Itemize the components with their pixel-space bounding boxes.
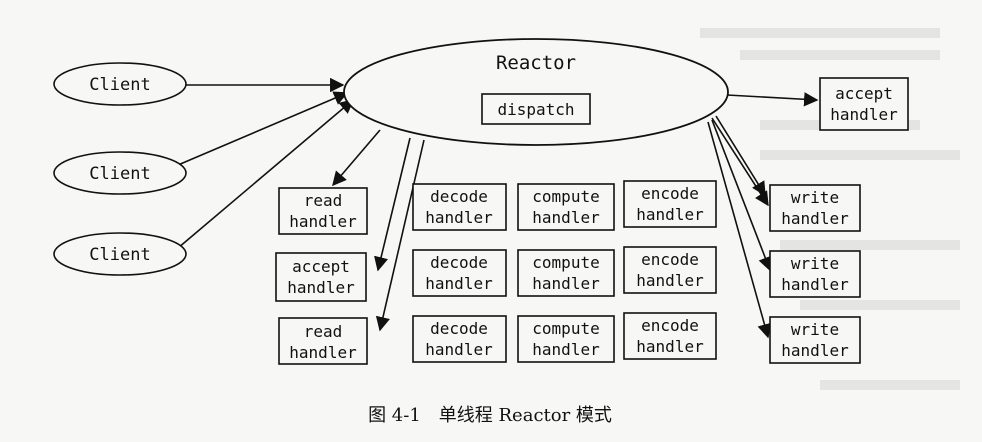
handler-box: [275, 252, 367, 302]
client-arrows: [177, 77, 355, 249]
handler-line1: decode: [430, 187, 488, 206]
handler-line2: handler: [781, 341, 849, 360]
handler-box: [517, 315, 615, 363]
handler-line2: handler: [532, 274, 600, 293]
left-handlers: read handler accept handler read handler: [275, 187, 368, 365]
handler-box: [412, 183, 507, 231]
handler-line2: handler: [532, 208, 600, 227]
handler-box: [412, 249, 507, 297]
handler-line2: handler: [781, 209, 849, 228]
handler-line1: write: [791, 254, 839, 273]
handler-line1: encode: [641, 250, 699, 269]
handler-line1: compute: [532, 187, 599, 206]
handler-line1: accept: [292, 257, 350, 276]
handler-box: [412, 315, 507, 363]
handler-line2: handler: [636, 337, 704, 356]
handler-box: [769, 250, 861, 298]
decode-handlers: decode handler decode handler decode han…: [412, 183, 507, 363]
client-label: Client: [89, 164, 150, 184]
client-ellipse: [53, 232, 187, 276]
handler-line2: handler: [532, 340, 600, 359]
handler-line1: accept: [835, 84, 893, 103]
handler-line2: handler: [425, 274, 493, 293]
dispatch-box: [481, 93, 591, 125]
handler-line1: write: [791, 188, 839, 207]
handler-line1: read: [304, 191, 343, 210]
handler-line2: handler: [830, 105, 898, 124]
handler-line1: read: [304, 322, 343, 341]
handler-box: [623, 246, 717, 294]
client-ellipse: [53, 62, 187, 106]
arrow-reactor-accept-right: [726, 92, 819, 107]
handler-box: [623, 312, 717, 360]
client-nodes: Client Client Client: [53, 62, 187, 276]
reactor-ellipse: [343, 38, 729, 146]
handler-line2: handler: [289, 343, 357, 362]
handler-line2: handler: [636, 271, 704, 290]
handler-line2: handler: [425, 208, 493, 227]
handler-box: [623, 180, 717, 228]
dispatch-label: dispatch: [497, 100, 574, 119]
handler-line1: write: [791, 320, 839, 339]
handler-line2: handler: [636, 205, 704, 224]
arrow-reactor-read-top: [332, 129, 381, 187]
handler-line2: handler: [287, 278, 355, 297]
handler-box: [278, 187, 368, 235]
handler-line1: encode: [641, 316, 699, 335]
right-accept-handler: accept handler: [819, 77, 909, 131]
handler-box: [278, 317, 368, 365]
handler-box: [769, 316, 861, 364]
arrow-reactor-accept-left: [374, 137, 411, 272]
handler-line1: encode: [641, 184, 699, 203]
arrow-client-3-reactor: [177, 99, 355, 249]
compute-handlers: compute handler compute handler compute …: [517, 183, 615, 363]
encode-handlers: encode handler encode handler encode han…: [623, 180, 717, 360]
handler-line1: compute: [532, 253, 599, 272]
figure-caption: 图 4-1 单线程 Reactor 模式: [368, 405, 612, 426]
arrow-reactor-write-3: [707, 121, 772, 339]
arrow-reactor-read-bottom: [375, 139, 425, 332]
arrow-reactor-write-2: [711, 119, 773, 272]
handler-box: [517, 249, 615, 297]
handler-line2: handler: [781, 275, 849, 294]
reactor-arrows: [332, 92, 819, 339]
client-label: Client: [89, 75, 150, 95]
handler-box: [517, 183, 615, 231]
handler-line1: compute: [532, 319, 599, 338]
arrow-reactor-write-1b: [715, 115, 766, 197]
handler-line2: handler: [289, 212, 357, 231]
handler-box: [819, 77, 909, 131]
client-label: Client: [89, 245, 150, 265]
arrow-client-2-reactor: [177, 91, 349, 166]
handler-line1: decode: [430, 319, 488, 338]
reactor-node: Reactor dispatch: [343, 38, 729, 146]
write-handlers: write handler write handler write handle…: [769, 184, 861, 364]
handler-line1: decode: [430, 253, 488, 272]
reactor-label: Reactor: [496, 52, 576, 74]
client-ellipse: [53, 151, 187, 195]
handler-line2: handler: [425, 340, 493, 359]
handler-box: [769, 184, 861, 232]
